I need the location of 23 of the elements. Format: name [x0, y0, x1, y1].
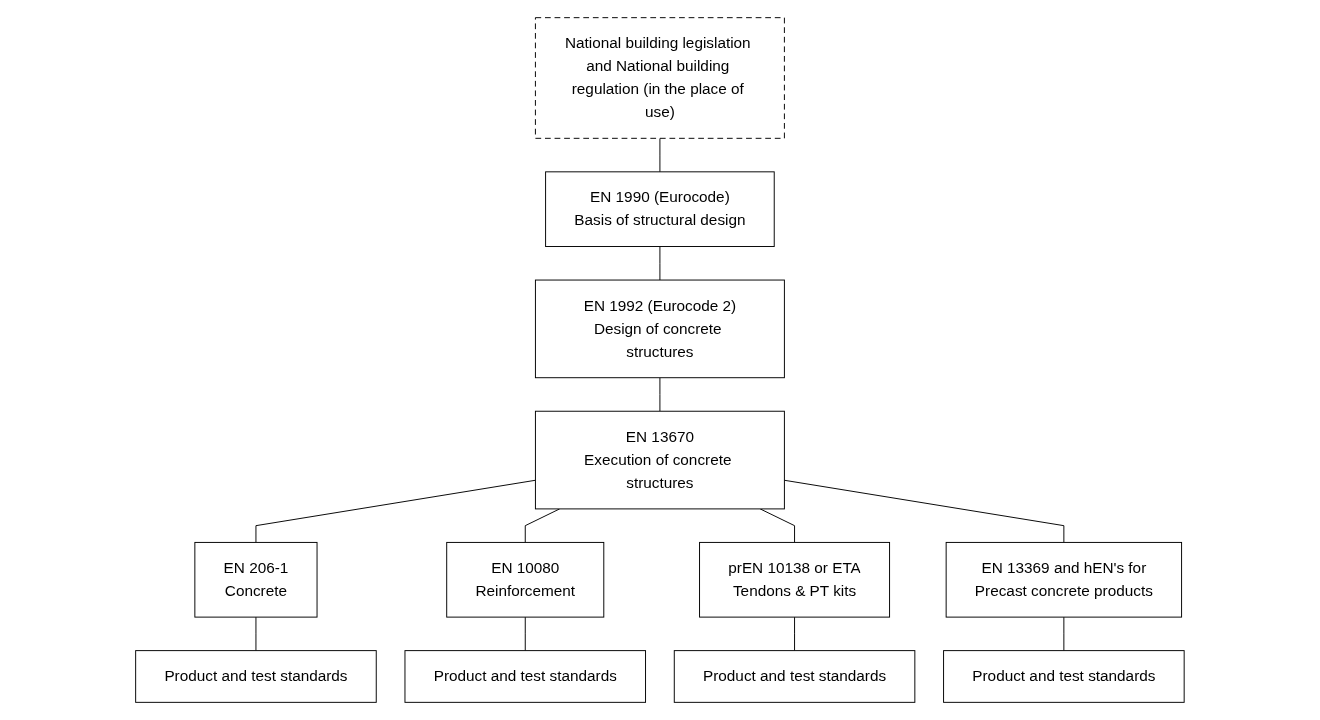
- connector: [659, 377, 661, 412]
- connector: [659, 246, 661, 281]
- node-box: EN 13670 Execution of concrete structures: [535, 410, 785, 510]
- connector: [794, 616, 796, 652]
- node-box: Product and test standards: [673, 650, 916, 703]
- node-box: EN 10080 Reinforcement: [446, 541, 605, 618]
- connector: [784, 479, 1065, 543]
- node-box: prEN 10138 or ETA Tendons & PT kits: [699, 541, 891, 618]
- connector: [1063, 616, 1065, 652]
- node-box: Product and test standards: [943, 650, 1185, 703]
- node-box: EN 206-1 Concrete: [194, 541, 318, 618]
- connector: [759, 508, 796, 543]
- node-box: EN 13369 and hEN's for Precast concrete products: [945, 541, 1183, 618]
- node-box: EN 1992 (Eurocode 2) Design of concrete structures: [535, 279, 785, 379]
- node-box: Product and test standards: [135, 650, 377, 703]
- connector: [255, 616, 257, 652]
- connector: [255, 479, 536, 543]
- node-box: National building legislation and National building regulation (in the place of use): [535, 17, 785, 139]
- node-box: Product and test standards: [404, 650, 647, 703]
- connector: [524, 616, 526, 652]
- connector: [524, 508, 561, 543]
- node-box: EN 1990 (Eurocode) Basis of structural design: [545, 171, 775, 247]
- connector: [659, 137, 661, 173]
